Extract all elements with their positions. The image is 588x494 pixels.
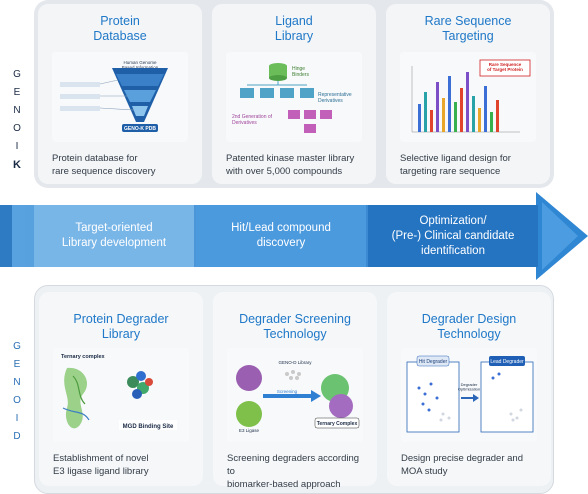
hit-degrader-label: Hit Degrader	[419, 359, 448, 365]
side-letter: K	[13, 159, 21, 171]
card-description: Patented kinase master library with over…	[226, 153, 355, 177]
side-letter: N	[13, 105, 21, 116]
stage-target-oriented: Target-oriented Library development	[34, 205, 194, 267]
pipeline-arrow-band: Target-oriented Library development Hit/…	[0, 192, 588, 282]
stage-hit-lead: Hit/Lead compound discovery	[196, 205, 366, 267]
screening-figure: E3 Ligase GENO-D Library Screening Terna…	[227, 348, 363, 442]
ternary-label: Ternary complex	[61, 354, 106, 360]
geno-k-side-label: G E N O I K	[0, 66, 34, 175]
degrader-screening-figure: E3 Ligase GENO-D Library Screening Terna…	[227, 348, 363, 442]
geno-d-panel: Protein Degrader Library Ternary complex…	[34, 285, 554, 494]
card-description: Design precise degrader and MOA study	[401, 453, 523, 477]
rare-sequence-card: Rare Sequence Targeting	[386, 4, 550, 184]
side-letter: I	[15, 413, 19, 424]
mgd-label: MGD Binding Site	[123, 424, 174, 430]
card-description: Establishment of novel E3 ligase ligand …	[53, 453, 149, 477]
side-letter: E	[13, 87, 21, 98]
side-letter: D	[13, 431, 21, 442]
card-title: Rare Sequence Targeting	[424, 14, 512, 43]
stage-label: Optimization/ (Pre-) Clinical candidate …	[391, 214, 515, 257]
pdb-label: GENO-K PDB	[124, 126, 156, 132]
stage-label: Target-oriented Library development	[61, 222, 167, 249]
genod-label: GENO-D Library	[278, 360, 312, 365]
card-description: Selective ligand design for targeting ra…	[400, 153, 511, 177]
card-title: Protein Database	[93, 14, 147, 43]
card-title: Ligand Library	[274, 14, 314, 43]
degrader-library-figure: Ternary complex MGD Binding Site	[53, 348, 189, 442]
side-letter: N	[13, 377, 21, 388]
card-description: Screening degraders according to biomark…	[227, 453, 360, 490]
ternary-complex-label: Ternary Complex	[317, 421, 358, 427]
side-letter: G	[13, 69, 21, 80]
side-letter: G	[13, 341, 21, 352]
geno-d-side-label: G E N O I D	[0, 338, 34, 446]
card-title: Protein Degrader Library	[73, 312, 169, 341]
card-title: Degrader Design Technology	[421, 312, 517, 341]
degrader-screening-card: Degrader Screening Technology E3 Ligase …	[213, 292, 377, 490]
e3-label: E3 Ligase	[239, 428, 260, 433]
card-description: Protein database for rare sequence disco…	[52, 153, 156, 177]
ternary-complex-figure: Ternary complex MGD Binding Site	[53, 348, 189, 442]
screening-label: Screening	[277, 389, 298, 394]
lead-degrader-label: Lead Degrader	[490, 359, 524, 365]
side-letter: O	[13, 123, 21, 134]
card-title: Degrader Screening Technology	[239, 312, 351, 341]
stage-optimization: Optimization/ (Pre-) Clinical candidate …	[368, 205, 538, 267]
protein-degrader-card: Protein Degrader Library Ternary complex…	[39, 292, 203, 486]
stage-label: Hit/Lead compound discovery	[231, 222, 331, 249]
side-letter: I	[15, 141, 19, 152]
side-letter: O	[13, 395, 21, 406]
degrader-design-card: Degrader Design Technology Hit Degrader …	[387, 292, 551, 486]
side-letter: E	[13, 359, 21, 370]
